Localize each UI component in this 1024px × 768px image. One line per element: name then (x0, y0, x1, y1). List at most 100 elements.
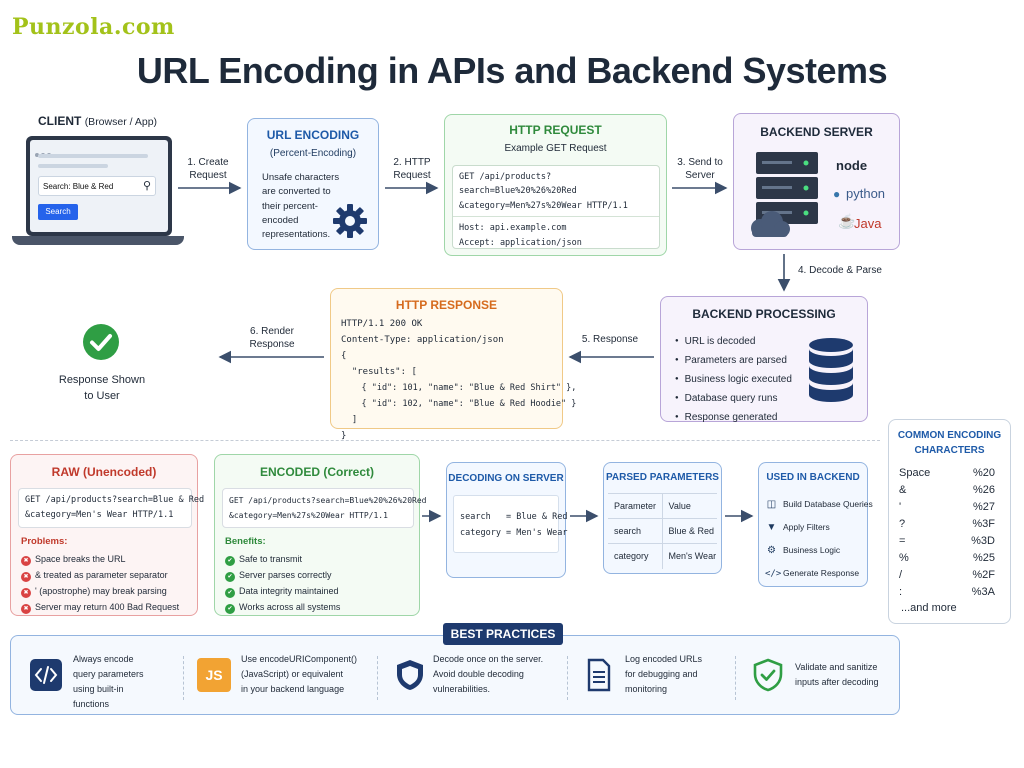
list-item: Server may return 400 Bad Request (21, 599, 179, 615)
http-response-title: HTTP RESPONSE (395, 298, 498, 312)
list-item: URL is decoded (675, 333, 867, 352)
http-request-code: GET /api/products?search=Blue%20%26%20Re… (452, 165, 660, 249)
list-item: ⚙Business Logic (765, 539, 867, 562)
list-item: Space breaks the URL (21, 551, 179, 567)
gear-icon (333, 204, 367, 238)
shield-icon (397, 660, 423, 690)
arrow-label-5: 5. Response (581, 334, 639, 345)
table-row: Space%20 (899, 466, 995, 479)
used-list: ◫Build Database Queries ▼Apply Filters ⚙… (765, 493, 873, 586)
python-logo: python (846, 186, 886, 201)
raw-unencoded-box: RAW (Unencoded) GET /api/products?search… (10, 454, 204, 616)
table-row: '%27 (899, 500, 995, 513)
http-request-title: HTTP REQUEST (509, 123, 602, 137)
database-icon (809, 338, 853, 402)
best-practice-2: Use encodeURIComponent()(JavaScript) or … (241, 654, 358, 694)
coffee-cup-icon: ☕ (838, 213, 856, 229)
url-encoding-text: Unsafe characters are converted to their… (262, 172, 340, 240)
list-item: Data integrity maintained (225, 583, 340, 599)
benefits-label: Benefits: (225, 536, 266, 547)
table-row: %%25 (899, 551, 995, 564)
table-row: :%3A (899, 585, 995, 598)
table-row: /%2F (899, 568, 995, 581)
http-request-subtitle: Example GET Request (504, 143, 607, 154)
used-title: USED IN BACKEND (766, 472, 860, 483)
server-rack-icon (751, 152, 818, 237)
list-item: Business logic executed (675, 371, 867, 390)
nodejs-logo: node (836, 158, 868, 173)
url-encoding-subtitle: (Percent-Encoding) (269, 148, 357, 159)
filter-icon: ▼ (766, 522, 777, 533)
parsed-title: PARSED PARAMETERS (606, 472, 719, 483)
javascript-icon: JS (197, 658, 231, 692)
backend-server-title: BACKEND SERVER (760, 125, 873, 139)
common-title: COMMON ENCODING CHARACTERS (897, 430, 1002, 456)
url-encoding-title: URL ENCODING (266, 128, 360, 142)
code-icon: </> (765, 569, 782, 579)
list-item: </>Generate Response (765, 562, 867, 586)
list-item: Database query runs (675, 390, 867, 409)
url-encoding-box: URL ENCODING (Percent-Encoding) Unsafe c… (247, 118, 379, 250)
list-item: Parameters are parsed (675, 352, 867, 371)
benefits-list: Safe to transmit Server parses correctly… (225, 551, 340, 615)
problems-list: Space breaks the URL & treated as parame… (21, 551, 179, 615)
laptop-icon: Search: Blue & Red ⚲ Search (26, 136, 172, 236)
backend-server-box: BACKEND SERVER node python ● Java ☕ (733, 113, 900, 250)
table-row: ?%3F (899, 517, 995, 530)
java-logo: Java (854, 216, 882, 231)
raw-title: RAW (Unencoded) (51, 465, 157, 479)
common-encoding-box: COMMON ENCODING CHARACTERS Space%20 &%26… (888, 419, 1011, 624)
http-request-box: HTTP REQUEST Example GET Request GET /ap… (444, 114, 667, 256)
client-search-button[interactable]: Search (38, 204, 78, 220)
decoding-on-server-box: DECODING ON SERVER search = Blue & Red c… (446, 462, 567, 578)
page-title: URL Encoding in APIs and Backend Systems (136, 50, 888, 91)
gear-icon: ⚙ (767, 545, 776, 556)
decoding-values: search = Blue & Red category = Men's Wea… (453, 495, 567, 553)
encoded-title: ENCODED (Correct) (259, 465, 374, 479)
list-item: ' (apostrophe) may break parsing (21, 583, 179, 599)
encoded-correct-box: ENCODED (Correct) GET /api/products?sear… (214, 454, 426, 616)
client-title: CLIENT (Browser / App) (38, 114, 158, 128)
list-item: & treated as parameter separator (21, 567, 179, 583)
and-more-label: ...and more (901, 602, 957, 614)
search-icon: ⚲ (142, 180, 151, 192)
list-item: ◫Build Database Queries (765, 493, 873, 516)
client-search-input[interactable]: Search: Blue & Red ⚲ (38, 176, 156, 196)
database-icon: ◫ (766, 499, 777, 510)
shield-check-icon (753, 658, 783, 692)
http-response-code: HTTP/1.1 200 OK Content-Type: applicatio… (341, 319, 577, 441)
problems-label: Problems: (21, 536, 68, 547)
list-item: Server parses correctly (225, 567, 340, 583)
python-icon: ● (833, 187, 841, 201)
backend-processing-box: BACKEND PROCESSING URL is decoded Parame… (660, 296, 868, 423)
list-item: Response generated (675, 409, 867, 428)
code-icon (30, 659, 62, 691)
best-practices-title: BEST PRACTICES (443, 623, 563, 645)
document-icon (587, 658, 611, 692)
check-circle-icon (83, 324, 119, 360)
decoding-title: DECODING ON SERVER (448, 473, 564, 484)
laptop-base (12, 236, 184, 245)
list-item: Works across all systems (225, 599, 340, 615)
brand-logo: Punzola.com (12, 14, 175, 40)
used-in-backend-box: USED IN BACKEND ◫Build Database Queries … (758, 462, 873, 587)
http-response-box: HTTP RESPONSE HTTP/1.1 200 OK Content-Ty… (330, 288, 576, 441)
table-row: =%3D (899, 534, 995, 547)
arrow-label-4: 4. Decode & Parse (798, 265, 882, 276)
encoding-table: Space%20 &%26 '%27 ?%3F =%3D %%25 /%2F :… (899, 464, 999, 600)
